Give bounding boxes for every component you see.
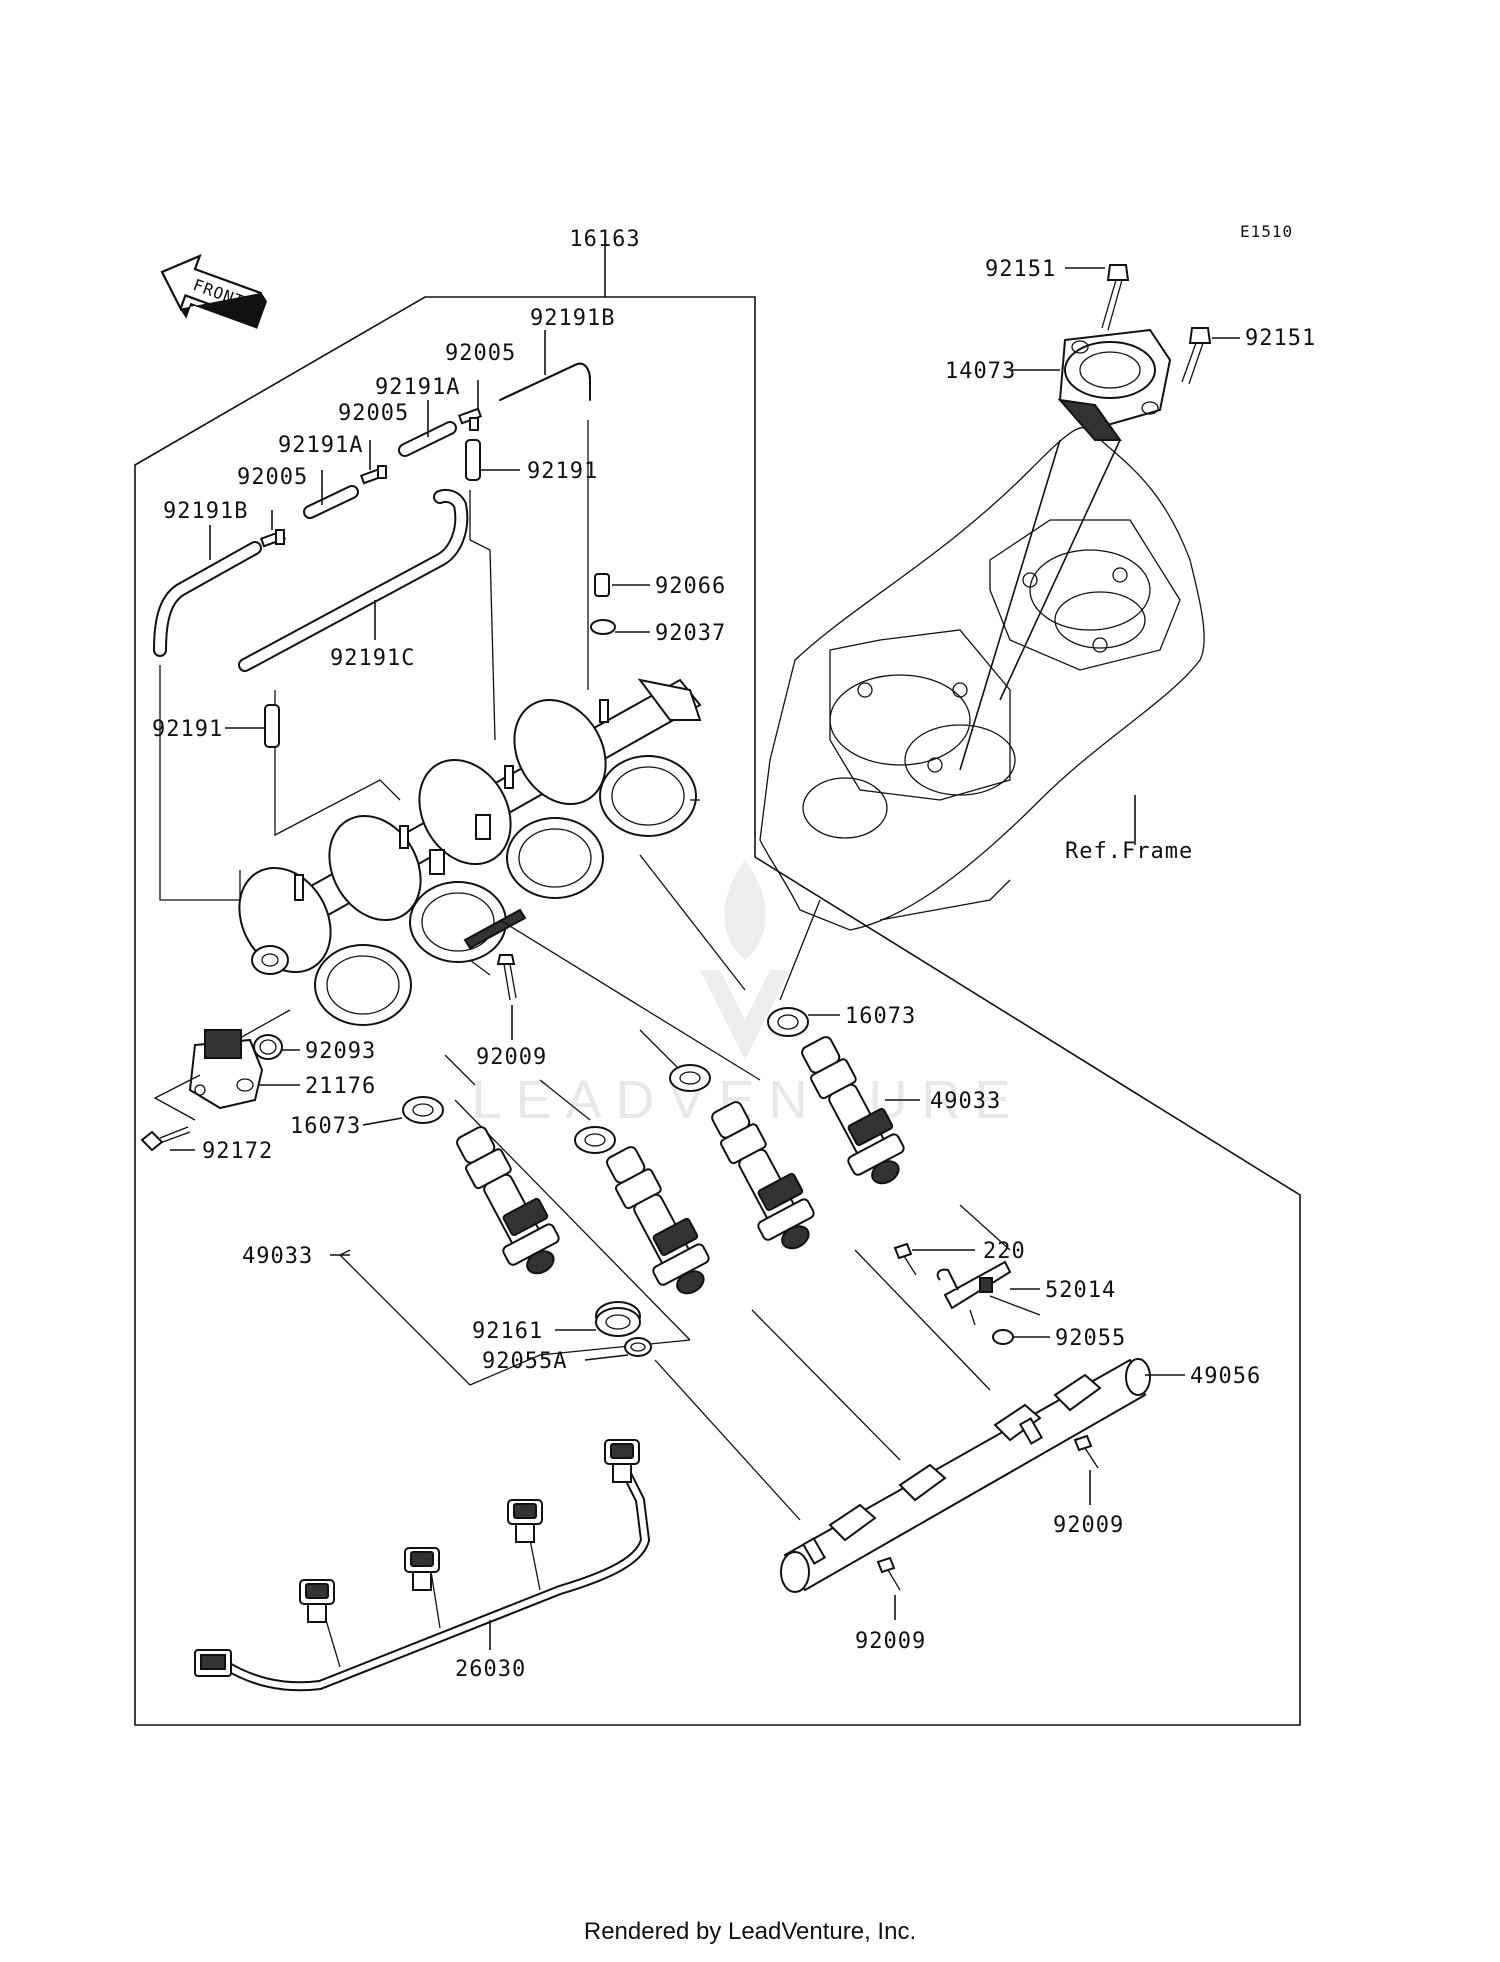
bolt-92151-b — [1181, 327, 1212, 385]
footer-credit: Rendered by LeadVenture, Inc. — [583, 1918, 917, 1945]
injector-3 — [711, 1101, 815, 1250]
label-49056: 49056 — [1190, 1364, 1261, 1389]
label-92191-a: 92191 — [527, 459, 598, 484]
injector-4 — [801, 1036, 905, 1185]
label-92191B-left: 92191B — [163, 499, 248, 524]
label-52014: 52014 — [1045, 1278, 1116, 1303]
label-220: 220 — [983, 1239, 1026, 1264]
bolt-92151-a — [1101, 264, 1130, 331]
label-49033-a: 49033 — [930, 1089, 1001, 1114]
label-92161: 92161 — [472, 1319, 543, 1344]
label-16073-a: 16073 — [845, 1004, 916, 1029]
label-92066: 92066 — [655, 574, 726, 599]
label-16163: 16163 — [569, 227, 640, 252]
label-14073: 14073 — [945, 359, 1016, 384]
tee-92005-a — [457, 407, 483, 431]
label-92191B-top: 92191B — [530, 306, 615, 331]
tee-92005-c — [259, 529, 286, 548]
throttle-body-assembly — [238, 678, 702, 1026]
label-92191C: 92191C — [330, 646, 415, 671]
wiring-harness-26030 — [194, 1439, 651, 1692]
label-92151-b: 92151 — [1245, 326, 1316, 351]
diagram-code: E1510 — [1240, 222, 1293, 241]
label-26030: 26030 — [455, 1657, 526, 1682]
label-92055: 92055 — [1055, 1326, 1126, 1351]
label-92055A: 92055A — [482, 1349, 567, 1374]
front-arrow-icon: FRONT — [160, 253, 268, 329]
screw-92172 — [140, 1126, 191, 1152]
screw-220 — [893, 1242, 917, 1276]
injector-1 — [456, 1126, 560, 1275]
fuel-rail-49056 — [780, 1358, 1151, 1593]
label-92009-b: 92009 — [1053, 1513, 1124, 1538]
injector-2 — [606, 1146, 710, 1295]
screw-92009-b — [1073, 1434, 1099, 1469]
label-92191A-b: 92191A — [278, 433, 363, 458]
sensor-21176 — [188, 1029, 264, 1110]
assembly-outline — [134, 296, 1301, 1726]
intake-boot-14073 — [1057, 328, 1172, 441]
label-92009-a: 92009 — [476, 1045, 547, 1070]
label-92191A-a: 92191A — [375, 375, 460, 400]
label-92093: 92093 — [305, 1039, 376, 1064]
label-92005-c: 92005 — [237, 465, 308, 490]
label-92005-b: 92005 — [338, 401, 409, 426]
label-16073-b: 16073 — [290, 1114, 361, 1139]
frame-reference — [759, 426, 1205, 931]
ref-frame-label: Ref.Frame — [1065, 839, 1193, 864]
tee-92005-b — [359, 465, 387, 485]
screw-92009-a — [496, 954, 517, 1001]
label-92151-a: 92151 — [985, 257, 1056, 282]
label-92191-b: 92191 — [152, 717, 223, 742]
label-92172: 92172 — [202, 1139, 273, 1164]
label-21176: 21176 — [305, 1074, 376, 1099]
label-92009-c: 92009 — [855, 1629, 926, 1654]
bracket-52014 — [936, 1260, 1012, 1310]
screw-92009-c — [876, 1556, 901, 1591]
label-92005-a: 92005 — [445, 341, 516, 366]
label-49033-b: 49033 — [242, 1244, 313, 1269]
label-92037: 92037 — [655, 621, 726, 646]
